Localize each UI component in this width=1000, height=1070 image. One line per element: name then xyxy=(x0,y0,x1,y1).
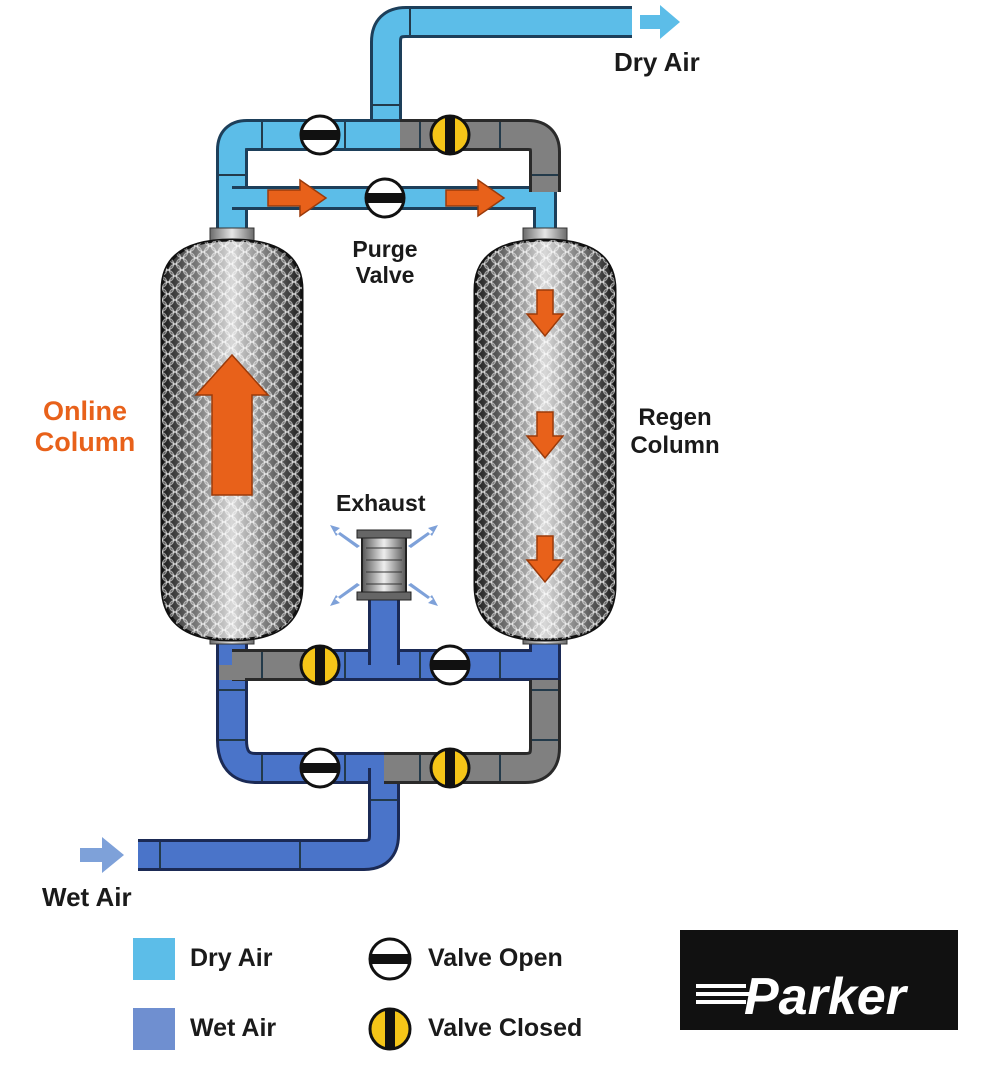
regen-column-label-line1: Regen xyxy=(638,404,712,431)
purge-flow-arrow-left xyxy=(267,178,328,218)
legend-valve-closed-icon xyxy=(368,1007,412,1051)
legend-dry-air-label: Dry Air xyxy=(190,944,273,972)
valve-closed-exhaust-left xyxy=(299,644,341,686)
legend-valve-open-label: Valve Open xyxy=(428,944,563,972)
idle-piping-top xyxy=(400,119,561,192)
online-column-label-line1: Online xyxy=(42,396,127,426)
flow-arrows xyxy=(194,178,565,584)
io-arrows xyxy=(80,5,680,873)
online-flow-up-arrow xyxy=(194,353,270,496)
valve-closed-bottom-right xyxy=(429,747,471,789)
valves xyxy=(299,114,471,789)
purge-valve-label-line2: Valve xyxy=(355,262,415,289)
exhaust-muffler xyxy=(356,529,412,601)
purge-valve-label-line1: Purge xyxy=(352,236,418,262)
valve-open-purge xyxy=(364,177,406,219)
online-column-label-line2: Column xyxy=(34,427,136,458)
valve-open-exhaust-right xyxy=(429,644,471,686)
valve-closed-top-right xyxy=(429,114,471,156)
online-column-label: Online Column xyxy=(20,396,150,458)
legend-wet-air-label: Wet Air xyxy=(190,1014,277,1042)
wet-air-in-arrow xyxy=(80,837,124,873)
purge-valve-label: Purge Valve xyxy=(330,236,440,289)
valve-open-bottom-left xyxy=(299,747,341,789)
purge-flow-arrow-right xyxy=(445,178,506,218)
pipe-couplings xyxy=(159,9,558,868)
wet-air-in-label: Wet Air xyxy=(42,882,132,912)
regen-flow-down-arrow-3 xyxy=(525,535,565,584)
legend-valve-open-icon xyxy=(368,937,412,981)
idle-piping-bottom xyxy=(219,649,561,784)
legend-symbols xyxy=(133,937,412,1051)
svg-text:Parker: Parker xyxy=(744,968,909,1026)
legend-dry-air-swatch xyxy=(133,938,175,980)
parker-logo: Parker xyxy=(680,930,958,1030)
dry-air-out-label: Dry Air xyxy=(614,47,700,77)
exhaust-vent-arrows xyxy=(330,525,438,606)
dry-air-piping xyxy=(216,6,632,240)
regen-column-label-line2: Column xyxy=(630,431,720,459)
exhaust-label: Exhaust xyxy=(336,490,426,516)
dry-air-out-arrow xyxy=(640,5,680,39)
legend-valve-closed-label: Valve Closed xyxy=(428,1014,583,1042)
valve-open-top-left xyxy=(299,114,341,156)
regen-flow-down-arrow-1 xyxy=(525,289,565,338)
regen-flow-down-arrow-2 xyxy=(525,411,565,460)
legend-wet-air-swatch xyxy=(133,1008,175,1050)
wet-air-piping xyxy=(138,598,561,871)
regen-column-label: Regen Column xyxy=(615,404,735,459)
